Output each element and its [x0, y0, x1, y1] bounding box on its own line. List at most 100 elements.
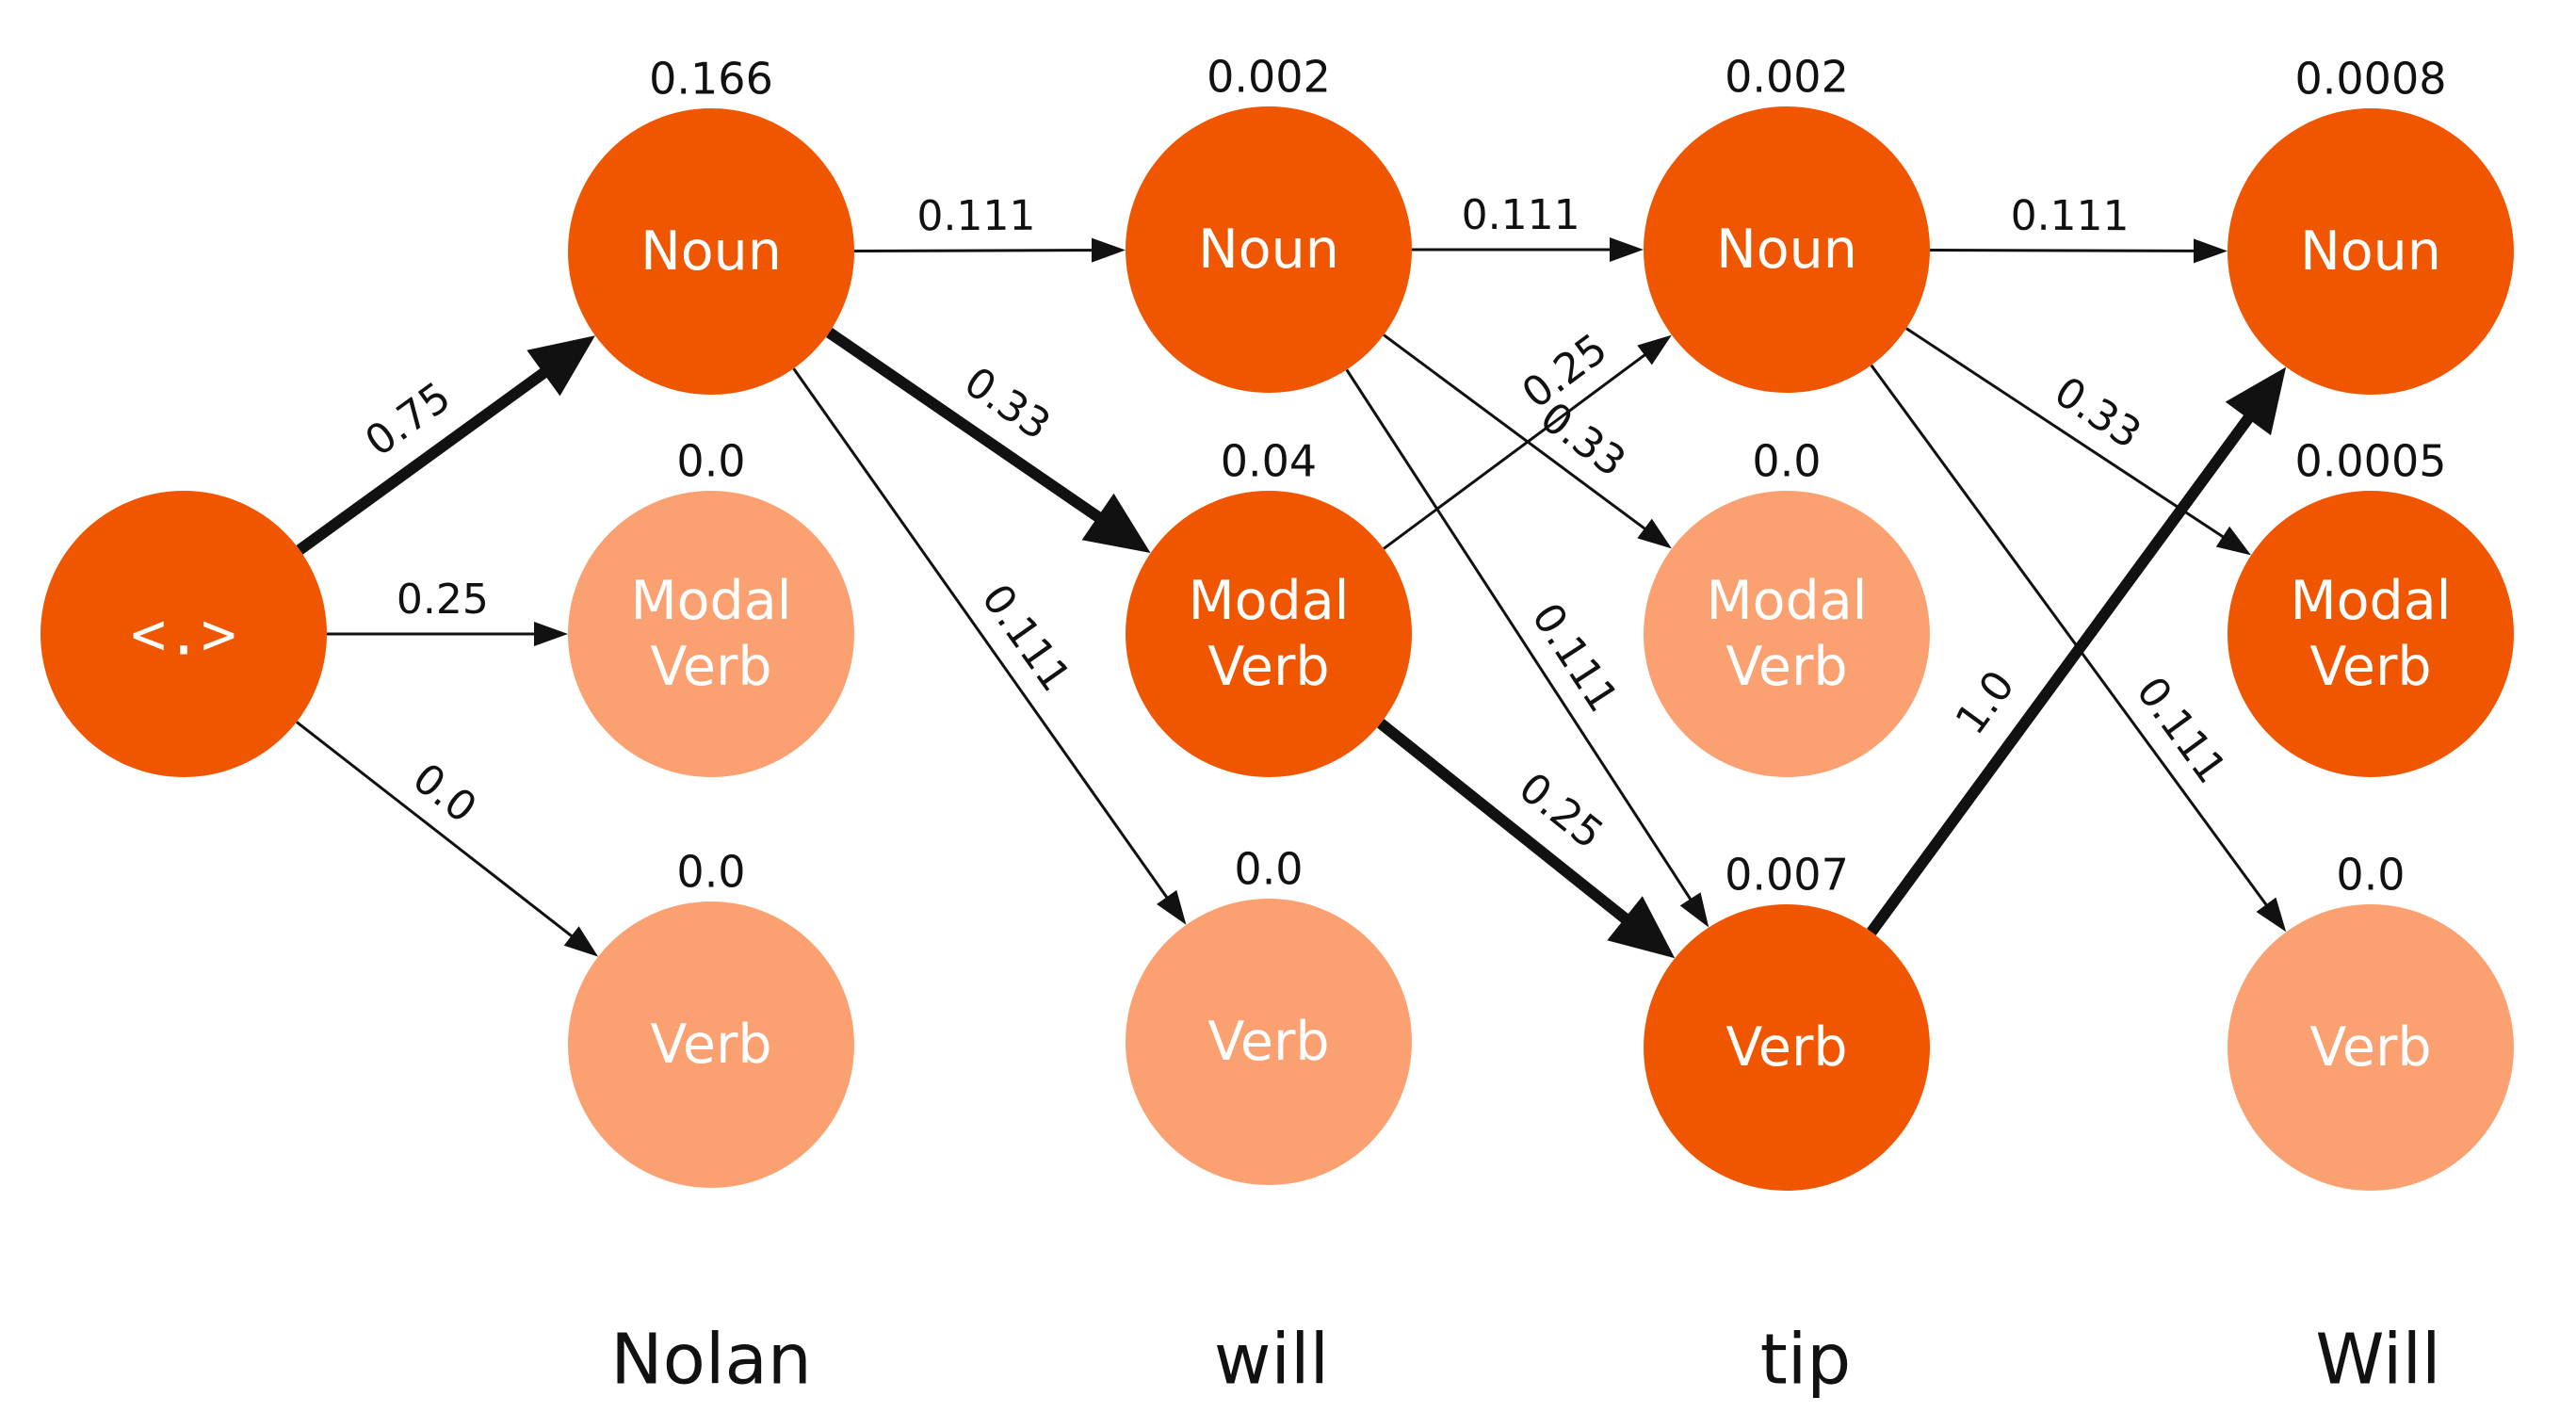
- state-tag-label: Verb: [1207, 1011, 1329, 1073]
- edge-probability-label: 0.33: [2046, 367, 2149, 458]
- state-tag-label: Noun: [1198, 219, 1339, 281]
- state-node-circle: [568, 108, 854, 395]
- arrowhead-icon: [1679, 892, 1709, 928]
- edge-line: [1383, 333, 1647, 531]
- state-node-noun: Noun 0.0008: [2228, 54, 2514, 395]
- edge-line: [1905, 327, 2226, 540]
- transition-edge: 0.33: [826, 328, 1151, 553]
- arrowhead-icon: [534, 622, 568, 646]
- observed-word-label: Will: [2315, 1320, 2440, 1401]
- state-tag-label: Modal: [631, 570, 792, 632]
- state-node-noun: Noun 0.166: [568, 54, 854, 395]
- state-tag-label: Verb: [1725, 636, 1847, 698]
- start-node-circle: [41, 491, 327, 777]
- state-tag-label: Modal: [1707, 570, 1868, 632]
- observed-word-label: tip: [1760, 1320, 1852, 1401]
- state-node-circle: [1126, 491, 1412, 777]
- state-probability-label: 0.0: [676, 436, 745, 487]
- state-probability-label: 0.04: [1221, 436, 1317, 487]
- arrowhead-icon: [563, 926, 599, 957]
- state-tag-label: Noun: [640, 220, 782, 283]
- transition-edge: 0.111: [853, 192, 1126, 263]
- state-node-circle: [568, 491, 854, 777]
- state-tag-label: Verb: [2309, 636, 2431, 698]
- state-node-circle: [1644, 491, 1930, 777]
- edge-probability-label: 0.111: [2011, 192, 2130, 240]
- transition-edge: 0.75: [296, 335, 595, 555]
- best-path-edge-line: [826, 328, 1103, 523]
- state-probability-label: 0.0: [2336, 850, 2405, 901]
- state-tag-label: Noun: [2300, 220, 2441, 283]
- state-node-circle: [1126, 899, 1412, 1185]
- state-node-verb: Verb 0.0: [568, 847, 854, 1188]
- state-tag-label: Verb: [650, 1014, 771, 1076]
- state-node-circle: [2228, 108, 2514, 395]
- arrowhead-icon: [1157, 889, 1187, 925]
- state-tag-label: Verb: [2309, 1016, 2431, 1079]
- arrowhead-icon: [527, 335, 595, 397]
- edge-probability-label: 0.111: [1462, 191, 1580, 239]
- observed-word-label: will: [1214, 1320, 1329, 1401]
- state-node-circle: [568, 901, 854, 1188]
- best-path-edge-line: [1377, 719, 1630, 924]
- state-probability-label: 0.0: [1752, 436, 1821, 487]
- start-node-label: <.>: [131, 600, 236, 669]
- state-tag-label: Verb: [650, 636, 771, 698]
- edge-probability-label: 0.111: [2127, 668, 2236, 792]
- arrowhead-icon: [2256, 897, 2287, 933]
- observed-word-label: Nolan: [610, 1320, 811, 1401]
- edge-line: [1870, 364, 2269, 907]
- word-layer: Nolan will tip Will: [610, 1320, 2440, 1401]
- state-node-verb: Verb 0.007: [1644, 850, 1930, 1191]
- arrowhead-icon: [2225, 366, 2287, 436]
- edge-line: [1383, 352, 1647, 550]
- state-probability-label: 0.002: [1725, 52, 1849, 103]
- state-probability-label: 0.0: [676, 847, 745, 898]
- transition-edge: 0.111: [1412, 191, 1644, 262]
- edge-line: [1345, 368, 1693, 901]
- best-path-edge-line: [296, 367, 549, 555]
- transition-edge: 0.111: [1929, 192, 2228, 264]
- state-node-circle: [2228, 491, 2514, 777]
- transition-edge: 0.25: [1377, 719, 1676, 959]
- state-probability-label: 0.007: [1725, 850, 1849, 901]
- edge-line: [1929, 249, 2196, 252]
- edge-line: [792, 367, 1170, 900]
- arrowhead-icon: [1637, 518, 1672, 549]
- state-tag-label: Modal: [2291, 570, 2452, 632]
- state-probability-label: 0.0008: [2295, 54, 2447, 105]
- state-probability-label: 0.002: [1207, 52, 1331, 103]
- arrowhead-icon: [2194, 238, 2228, 264]
- edge-line: [853, 249, 1094, 252]
- start-node: <.>: [41, 491, 327, 777]
- arrowhead-icon: [1610, 237, 1644, 262]
- arrowhead-icon: [2215, 526, 2251, 556]
- state-probability-label: 0.166: [649, 54, 773, 105]
- arrowhead-icon: [1092, 237, 1126, 263]
- state-node-verb: Verb 0.0: [1126, 844, 1412, 1185]
- edge-line: [295, 721, 575, 938]
- best-path-edge-line: [1867, 414, 2254, 935]
- state-probability-label: 0.0: [1234, 844, 1303, 895]
- state-node-circle: [1126, 106, 1412, 393]
- transition-edge: 0.0: [295, 721, 599, 957]
- arrowhead-icon: [1607, 896, 1676, 959]
- edge-probability-label: 0.111: [972, 576, 1079, 700]
- state-tag-label: Verb: [1725, 1016, 1847, 1079]
- edge-probability-label: 0.111: [916, 192, 1035, 240]
- arrowhead-icon: [1637, 334, 1672, 365]
- state-node-noun: Noun 0.002: [1126, 52, 1412, 393]
- arrowhead-icon: [1081, 493, 1151, 553]
- node-layer: <.>Noun0.166ModalVerb0.0Verb0.0Noun0.002…: [41, 52, 2514, 1191]
- edge-probability-label: 0.0: [404, 755, 486, 833]
- state-node-circle: [2228, 904, 2514, 1191]
- edge-probability-label: 0.25: [397, 576, 489, 624]
- state-tag-label: Noun: [1716, 219, 1857, 281]
- state-node-verb: Verb 0.0: [2228, 850, 2514, 1191]
- transition-edge: 0.33: [1905, 327, 2251, 556]
- transition-edge: 0.25: [327, 576, 568, 646]
